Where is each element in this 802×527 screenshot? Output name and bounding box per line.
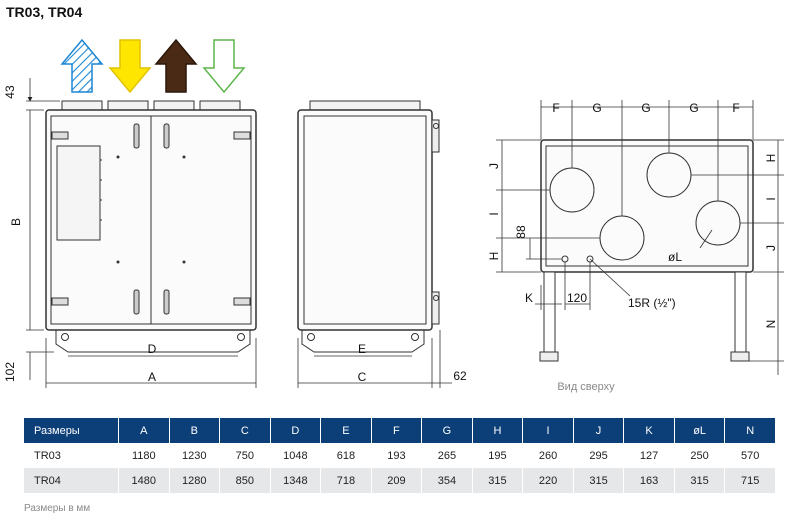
table-header-cell: N <box>724 418 776 443</box>
table-header-cell: K <box>623 418 675 443</box>
table-cell: 715 <box>724 468 776 493</box>
dim-62-label: 62 <box>453 369 467 383</box>
units-note: Размеры в мм <box>24 503 91 514</box>
table-cell: 265 <box>421 443 473 468</box>
technical-drawing: 43 B 102 D A E C 62 <box>3 38 784 393</box>
table-header-cell: G <box>421 418 473 443</box>
table-cell: 1348 <box>270 468 322 493</box>
table-cell: 260 <box>522 443 574 468</box>
table-cell: 315 <box>472 468 524 493</box>
dim-n-label: N <box>764 320 778 329</box>
table-header-cell: Размеры <box>24 418 119 443</box>
table-cell: 315 <box>674 468 726 493</box>
airflow-arrows <box>60 38 246 94</box>
dim-c-label: C <box>358 370 367 384</box>
table-row-model: TR04 <box>24 468 119 493</box>
dim-i-right-label: I <box>764 197 778 200</box>
dim-d-label: D <box>148 342 157 356</box>
table-cell: 1230 <box>169 443 221 468</box>
table-header-cell: H <box>472 418 524 443</box>
supply-air-arrow-icon <box>108 39 152 94</box>
dim-g-2-label: G <box>641 101 650 115</box>
table-header-cell: E <box>320 418 372 443</box>
table-cell: 354 <box>421 468 473 493</box>
table-header-cell: C <box>219 418 271 443</box>
extract-air-arrow-icon <box>154 38 198 93</box>
table-cell: 1048 <box>270 443 322 468</box>
dim-f-left-label: F <box>552 101 559 115</box>
table-cell: 1480 <box>118 468 170 493</box>
table-cell: 220 <box>522 468 574 493</box>
table-cell: 295 <box>573 443 625 468</box>
dim-h-left-label: H <box>487 252 501 261</box>
table-header-cell: J <box>573 418 625 443</box>
table-row-model: TR03 <box>24 443 119 468</box>
dim-g-3-label: G <box>689 101 698 115</box>
top-view-labels: F G G G F J I H 88 H I J N K 120 15R (½"… <box>487 101 778 393</box>
table-header-cell: A <box>118 418 170 443</box>
dim-120-label: 120 <box>567 291 587 305</box>
table-cell: 163 <box>623 468 675 493</box>
dim-88-label: 88 <box>514 225 528 239</box>
dim-e-label: E <box>358 342 366 356</box>
exhaust-air-arrow-icon <box>60 38 104 93</box>
dim-j-right-label: J <box>764 245 778 251</box>
table-cell: 127 <box>623 443 675 468</box>
dim-h-right-label: H <box>764 154 778 163</box>
table-cell: 750 <box>219 443 271 468</box>
dim-i-left-label: I <box>487 212 501 215</box>
outdoor-air-arrow-icon <box>202 39 246 94</box>
top-view <box>539 139 754 362</box>
table-cell: 1180 <box>118 443 170 468</box>
table-header-cell: D <box>270 418 322 443</box>
dim-f-right-label: F <box>732 101 739 115</box>
page-title: TR03, TR04 <box>6 4 83 20</box>
front-view <box>45 100 257 353</box>
dim-102-label: 102 <box>3 362 17 382</box>
dim-g-1-label: G <box>592 101 601 115</box>
table-cell: 315 <box>573 468 625 493</box>
table-cell: 209 <box>371 468 423 493</box>
table-cell: 195 <box>472 443 524 468</box>
dim-43-label: 43 <box>3 85 17 99</box>
table-cell: 718 <box>320 468 372 493</box>
front-view-dimensions <box>26 78 257 388</box>
dim-a-label: A <box>148 370 156 384</box>
table-header-cell: I <box>522 418 574 443</box>
table-cell: 193 <box>371 443 423 468</box>
top-view-caption: Вид сверху <box>557 381 615 393</box>
dim-j-left-label: J <box>487 163 501 169</box>
table-cell: 250 <box>674 443 726 468</box>
side-view-dimensions <box>297 330 452 388</box>
dim-k-label: K <box>525 291 533 305</box>
side-view <box>297 100 440 353</box>
table-header-cell: øL <box>674 418 726 443</box>
dim-b-label: B <box>9 218 23 226</box>
table-cell: 850 <box>219 468 271 493</box>
table-header-cell: B <box>169 418 221 443</box>
top-view-dimensions <box>496 100 784 375</box>
port-15r-label: 15R (½") <box>628 296 676 310</box>
diameter-l-label: øL <box>668 250 682 264</box>
table-cell: 1280 <box>169 468 221 493</box>
table-header-cell: F <box>371 418 423 443</box>
table-cell: 618 <box>320 443 372 468</box>
table-cell: 570 <box>724 443 776 468</box>
